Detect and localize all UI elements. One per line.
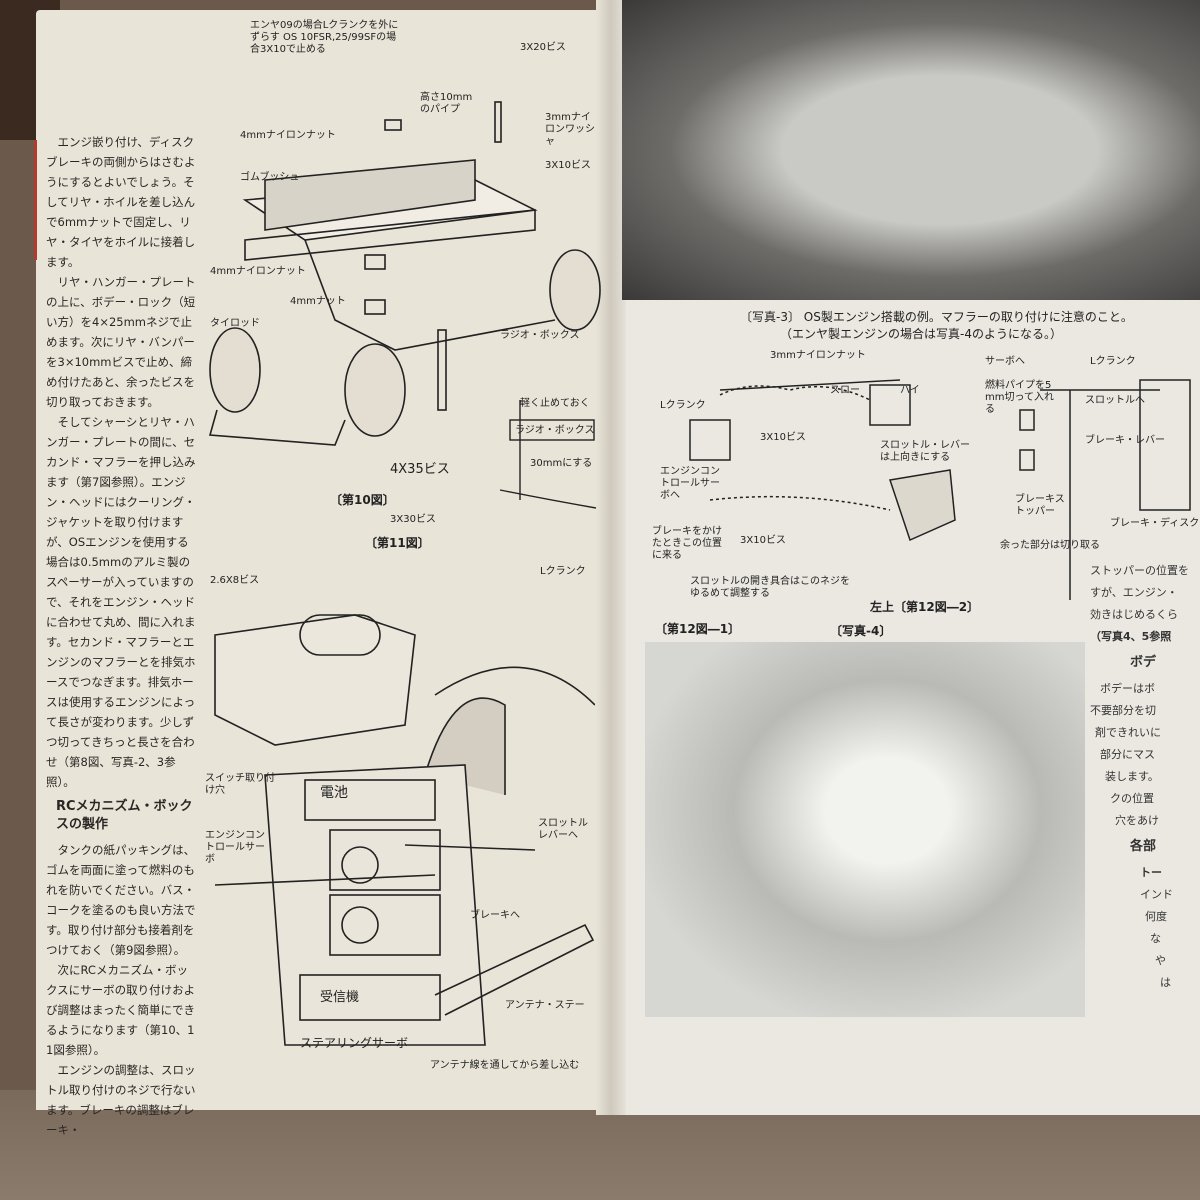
figure-label: 2.6X8ビス: [210, 575, 260, 586]
figure-label: ステアリングサーボ: [300, 1036, 409, 1050]
figure-label: スロー: [830, 385, 860, 396]
paragraph: エンジ嵌り付け、ディスクブレーキの両側からはさむようにするとよいでしょう。そして…: [46, 135, 196, 269]
figure-label: ブレーキ・ディスク: [1110, 518, 1200, 529]
figure-label: 4mmナット: [290, 296, 346, 307]
right-body-text: ストッパーの位置を すが、エンジン・ 効きはじめるくら （写真4、5参照 ボデ …: [1090, 560, 1200, 994]
figure-label: ブレーキ・レバー: [1085, 435, 1165, 446]
photo-3-car-chassis: [622, 0, 1200, 300]
text-line: な: [1150, 932, 1161, 945]
figure-label: スイッチ取り付け穴: [205, 773, 275, 796]
figure-label: 4mmナイロンナット: [210, 266, 306, 277]
figure-label: 余った部分は切り取る: [1000, 540, 1100, 551]
paragraph: 次にRCメカニズム・ボックスにサーボの取り付けおよび調整はまったく簡単にできるよ…: [46, 963, 196, 1057]
text-line: 何度: [1145, 910, 1167, 923]
section-heading: 各部: [1130, 839, 1157, 854]
figure-label: Lクランク: [1090, 356, 1136, 367]
text-line: は: [1160, 976, 1171, 989]
paragraph: タンクの紙パッキングは、ゴムを両面に塗って燃料のもれを防いでください。バス・コー…: [46, 843, 196, 957]
figure-label: 燃料パイプを5mm切って入れる: [985, 380, 1054, 415]
figure-label: アンテナ・ステー: [505, 1000, 585, 1011]
text-line: （写真4、5参照: [1090, 630, 1172, 643]
figure-label: スロットルの開き具合はこのネジをゆるめて調整する: [690, 576, 850, 599]
figure-label: スロットルへ: [1085, 395, 1145, 406]
text-line: や: [1155, 954, 1166, 967]
figure-label: サーボへ: [985, 356, 1025, 367]
figure-label: 4mmナイロンナット: [240, 130, 336, 141]
figure-label: 3mmナイロンワッシャ: [545, 112, 595, 147]
photo-caption: 〔写真-4〕: [830, 624, 892, 638]
figure-label: タイロッド: [210, 318, 260, 329]
figure-label: エンジンコントロールサーボ: [205, 830, 265, 865]
figure-label: ハイ: [900, 385, 920, 396]
text-line: 剤できれいに: [1095, 726, 1161, 739]
figure-11-drawing: [499, 400, 596, 509]
figure-label: スロットル・レバーは上向きにする: [880, 440, 970, 463]
figure-label: 3X10ビス: [740, 535, 786, 546]
figure-label: ラジオ・ボックス: [515, 425, 595, 436]
figure-label: 電池: [320, 785, 348, 801]
text-line: すが、エンジン・: [1090, 586, 1178, 599]
text-line: インド: [1140, 888, 1173, 901]
figure-label: 30mmにする: [530, 458, 593, 469]
figure-label: 3X20ビス: [520, 42, 566, 53]
page-gutter: [596, 0, 626, 1115]
section-heading: ボデ: [1130, 655, 1157, 670]
figure-label: ブレーキをかけたときこの位置に来る: [652, 526, 722, 561]
photo-caption: 〔写真-3〕 OS製エンジン搭載の例。マフラーの取り付けに注意のこと。: [740, 310, 1133, 324]
figure-10-drawing: [208, 101, 601, 446]
paragraph: エンジンの調整は、スロットル取り付けのネジで行ないます。ブレーキの調整はブレーキ…: [46, 1063, 196, 1137]
figure-label: 4X35ビス: [390, 462, 450, 477]
figure-label: 軽く止めておく: [520, 398, 590, 409]
figure-label: エンヤ09の場合Lクランクを外にずらす OS 10FSR,25/99SFの場合3…: [250, 20, 399, 55]
text-line: 装します。: [1105, 770, 1159, 783]
figure-label: Lクランク: [660, 400, 706, 411]
figure-label: ゴムブッシュ: [240, 172, 300, 183]
text-line: 効きはじめるくら: [1090, 608, 1178, 621]
figure-caption: 左上〔第12図―2〕: [870, 600, 980, 614]
paragraph: そしてシャーシとリヤ・ハンガー・プレートの間に、セカンド・マフラーを押し込みます…: [46, 415, 196, 789]
text-line: クの位置: [1110, 792, 1154, 805]
figure-label: ラジオ・ボックス: [500, 330, 580, 341]
figure-label: 高さ10mmのパイプ: [420, 92, 473, 115]
text-line: ストッパーの位置を: [1090, 564, 1189, 577]
photo-caption: （エンヤ製エンジンの場合は写真-4のようになる。）: [780, 327, 1062, 341]
figure-caption: 〔第10図〕: [330, 493, 395, 507]
figure-label: 3X10ビス: [760, 432, 806, 443]
text-line: 部分にマス: [1100, 748, 1155, 761]
figure-label: ブレーキへ: [470, 910, 520, 921]
paragraph: リヤ・ハンガー・プレートの上に、ボデー・ロック（短い方）を4×25mmネジで止め…: [46, 275, 196, 409]
figure-12-drawing: [689, 379, 1191, 600]
figure-label: 受信機: [320, 990, 360, 1005]
figure-label: Lクランク: [540, 566, 586, 577]
text-line: ボデーはボ: [1100, 682, 1155, 695]
figure-caption: 〔第11図〕: [365, 536, 430, 550]
radio-box-drawing: [214, 614, 595, 1046]
left-body-text: エンジ嵌り付け、ディスクブレーキの両側からはさむようにするとよいでしょう。そして…: [46, 132, 198, 1140]
section-heading: RCメカニズム・ボックスの製作: [56, 799, 193, 832]
figure-label: アンテナ線を通してから差し込む: [430, 1060, 580, 1071]
figure-label: エンジンコントロールサーボへ: [660, 466, 720, 501]
figure-label: 3X30ビス: [390, 514, 436, 525]
photo-4-car-chassis: [645, 642, 1085, 1017]
sub-heading: トー: [1140, 866, 1162, 879]
figure-caption: 〔第12図―1〕: [655, 622, 741, 636]
page-edge-mark: [34, 140, 37, 260]
figure-label: 3X10ビス: [545, 160, 591, 171]
text-line: 不要部分を切: [1090, 704, 1156, 717]
figure-label: スロットルレバーへ: [538, 818, 588, 841]
figure-label: 3mmナイロンナット: [770, 350, 866, 361]
text-line: 穴をあけ: [1115, 814, 1159, 827]
figure-label: ブレーキストッパー: [1015, 494, 1065, 517]
